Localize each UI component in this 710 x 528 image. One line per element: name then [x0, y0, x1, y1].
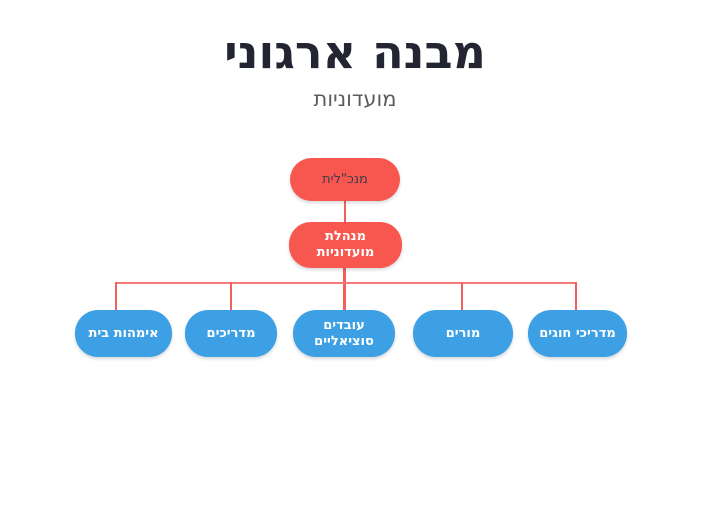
- connector-drop-4: [461, 282, 463, 311]
- connector-horizontal-bar: [115, 282, 577, 284]
- org-node-activity-instructors-label: מדריכי חוגים: [539, 325, 616, 341]
- org-node-activity-instructors: מדריכי חוגים: [528, 310, 627, 357]
- org-node-social-workers: עובדים סוציאליים: [293, 310, 395, 357]
- org-node-social-workers-label: עובדים סוציאליים: [314, 317, 374, 349]
- org-node-house-mothers-label: אימהות בית: [88, 325, 159, 341]
- connector-drop-2: [230, 282, 232, 311]
- org-node-manager: מנהלת מועדוניות: [289, 222, 402, 268]
- org-node-counselors: מדריכים: [185, 310, 277, 357]
- connector-manager-to-children: [343, 267, 346, 311]
- org-node-teachers: מורים: [413, 310, 513, 357]
- org-node-ceo-label: מנכ"לית: [322, 171, 368, 187]
- page-title: מבנה ארגוני: [224, 25, 486, 79]
- connector-drop-5: [575, 282, 577, 311]
- connector-drop-1: [115, 282, 117, 311]
- org-node-counselors-label: מדריכים: [206, 325, 256, 341]
- org-node-teachers-label: מורים: [445, 325, 481, 341]
- connector-ceo-to-manager: [344, 200, 346, 223]
- org-node-manager-label: מנהלת מועדוניות: [316, 229, 375, 260]
- org-node-ceo: מנכ"לית: [290, 158, 400, 201]
- org-node-house-mothers: אימהות בית: [75, 310, 172, 357]
- page-subtitle: מועדוניות: [313, 87, 397, 111]
